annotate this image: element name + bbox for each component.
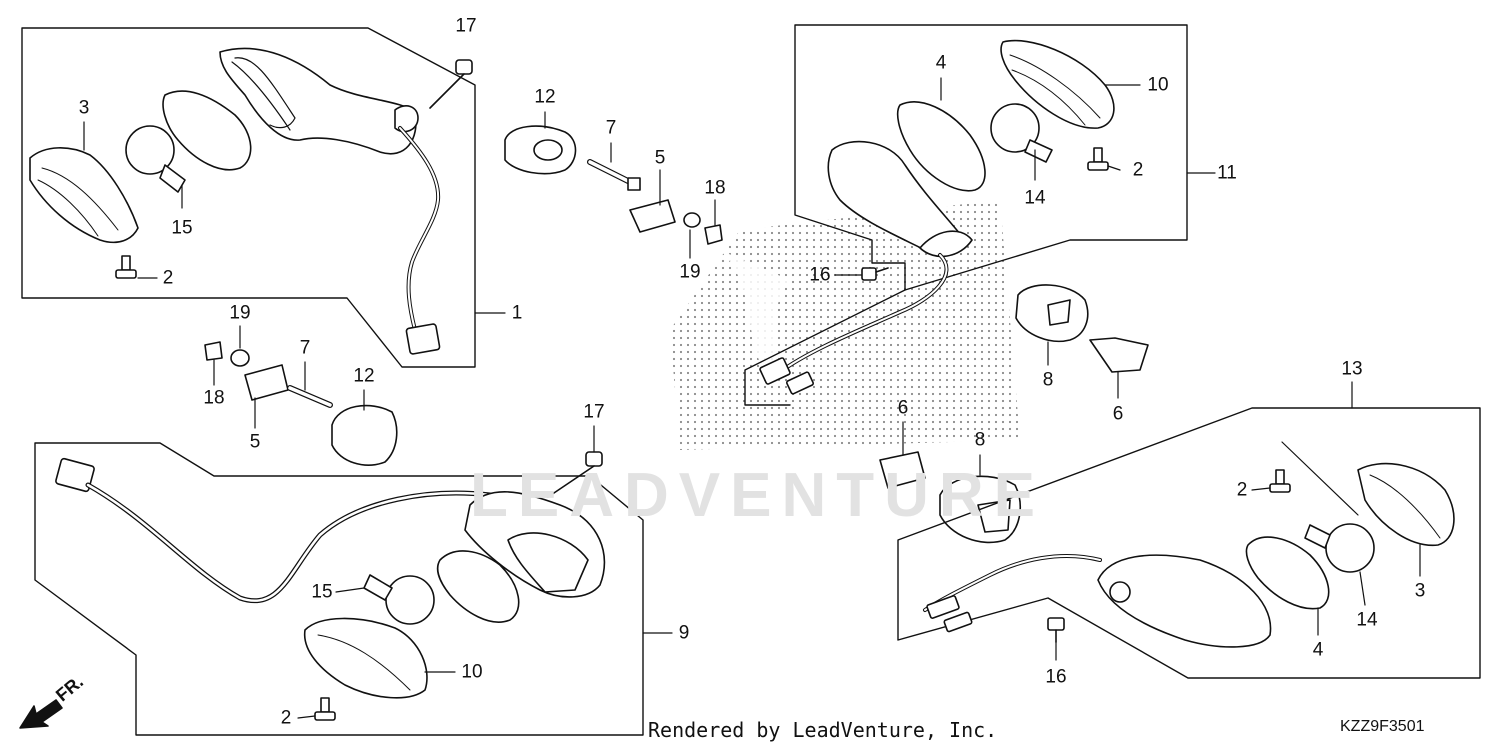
callout-14: 14 — [1356, 609, 1378, 631]
callout-18: 18 — [704, 177, 726, 199]
callout-2: 2 — [162, 267, 174, 289]
front-right-housing — [759, 140, 973, 395]
assembly-1-outline — [21, 27, 506, 368]
callout-12: 12 — [534, 86, 556, 108]
diagram-code: KZZ9F3501 — [1340, 718, 1425, 735]
bulb-14-bottom — [1304, 523, 1375, 573]
leadventure-watermark: LEADVENTURE — [470, 461, 1046, 530]
callout-13: 13 — [1341, 358, 1363, 380]
callout-15: 15 — [311, 581, 333, 603]
callout-10: 10 — [1147, 74, 1169, 96]
rear-left-housing — [464, 491, 606, 598]
callout-1: 1 — [511, 302, 523, 324]
gasket-4-bottom-left — [436, 550, 520, 623]
plate-5-mid — [244, 364, 289, 401]
washer-19-mid — [230, 349, 250, 367]
bulb-15-bottom — [363, 574, 435, 625]
callout-11: 11 — [1217, 162, 1237, 184]
screw-16-top — [861, 267, 889, 281]
front-direction-arrow-icon — [19, 699, 63, 729]
callout-7: 7 — [299, 337, 311, 359]
gasket-4-top-left — [162, 90, 252, 171]
callout-17: 17 — [583, 401, 605, 423]
screw-2-bottom-left — [314, 697, 336, 721]
brand-logo-watermark — [670, 200, 1020, 450]
callout-7: 7 — [605, 117, 617, 139]
grommet-12-mid — [331, 404, 398, 466]
screw-2-top — [115, 255, 137, 279]
callout-4: 4 — [935, 52, 947, 74]
callout-3: 3 — [78, 97, 90, 119]
screw-16-bottom — [1047, 617, 1065, 643]
lens-3-top — [29, 147, 139, 244]
bolt-7-mid — [287, 385, 333, 408]
front-left-housing — [219, 47, 441, 355]
gasket-4-bottom-right — [1245, 536, 1330, 610]
gasket-4-top-right — [896, 101, 986, 192]
callout-2: 2 — [1236, 479, 1248, 501]
callout-8: 8 — [1042, 369, 1054, 391]
callout-4: 4 — [1312, 639, 1324, 661]
render-credit: Rendered by LeadVenture, Inc. — [648, 718, 998, 742]
callout-12: 12 — [353, 365, 375, 387]
lens-3-bottom — [1281, 441, 1455, 546]
washer-19-top — [683, 212, 701, 228]
rear-left-harness — [55, 457, 493, 604]
assembly-9-outline — [34, 442, 673, 736]
callout-19: 19 — [679, 261, 701, 283]
grommet-12-top — [504, 125, 577, 175]
assembly-11-outline — [744, 24, 1216, 406]
callout-15: 15 — [171, 217, 193, 239]
plate-6-center — [879, 451, 926, 489]
plate-5-top — [629, 199, 676, 233]
plate-6-top — [1089, 337, 1149, 373]
screw-2-bottom-right — [1269, 469, 1291, 493]
callout-19: 19 — [229, 302, 251, 324]
callout-16: 16 — [1045, 666, 1067, 688]
leader-lines — [83, 77, 1421, 719]
callout-14: 14 — [1024, 187, 1046, 209]
callout-5: 5 — [249, 431, 261, 453]
callout-6: 6 — [1112, 403, 1124, 425]
nut-17-top — [429, 59, 473, 109]
lens-10-bottom — [303, 617, 428, 699]
assembly-13-outline — [897, 381, 1481, 679]
callout-16: 16 — [809, 264, 831, 286]
callout-8: 8 — [974, 429, 986, 451]
callout-18: 18 — [203, 387, 225, 409]
callout-2: 2 — [280, 707, 292, 729]
callout-17: 17 — [455, 15, 477, 37]
grommet-8-top — [1015, 284, 1089, 342]
bolt-7-top — [587, 159, 641, 191]
bulb-15-top — [125, 125, 186, 193]
callout-9: 9 — [678, 622, 690, 644]
callout-5: 5 — [654, 147, 666, 169]
callout-2: 2 — [1132, 159, 1144, 181]
nut-18-mid — [204, 341, 223, 361]
callout-10: 10 — [461, 661, 483, 683]
callout-6: 6 — [897, 397, 909, 419]
screw-2-top-right — [1087, 147, 1109, 171]
rear-right-housing — [923, 553, 1272, 648]
callout-3: 3 — [1414, 580, 1426, 602]
lens-10-top — [1000, 39, 1115, 129]
nut-18-top — [704, 224, 723, 245]
bulb-14-top — [990, 103, 1053, 163]
